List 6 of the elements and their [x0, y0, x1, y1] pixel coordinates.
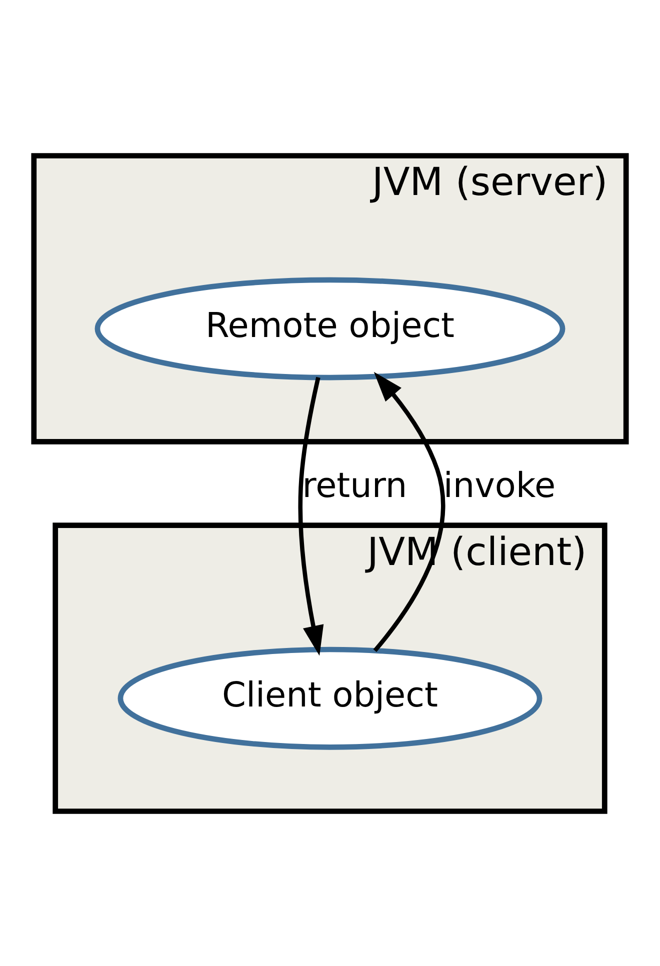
- arrow: [298, 376, 324, 656]
- node-ellipse: Client object: [118, 646, 542, 750]
- arrow: [373, 371, 446, 652]
- edge-label: return: [302, 466, 408, 506]
- edge-label: invoke: [443, 466, 556, 506]
- node-ellipse: Remote object: [94, 276, 566, 380]
